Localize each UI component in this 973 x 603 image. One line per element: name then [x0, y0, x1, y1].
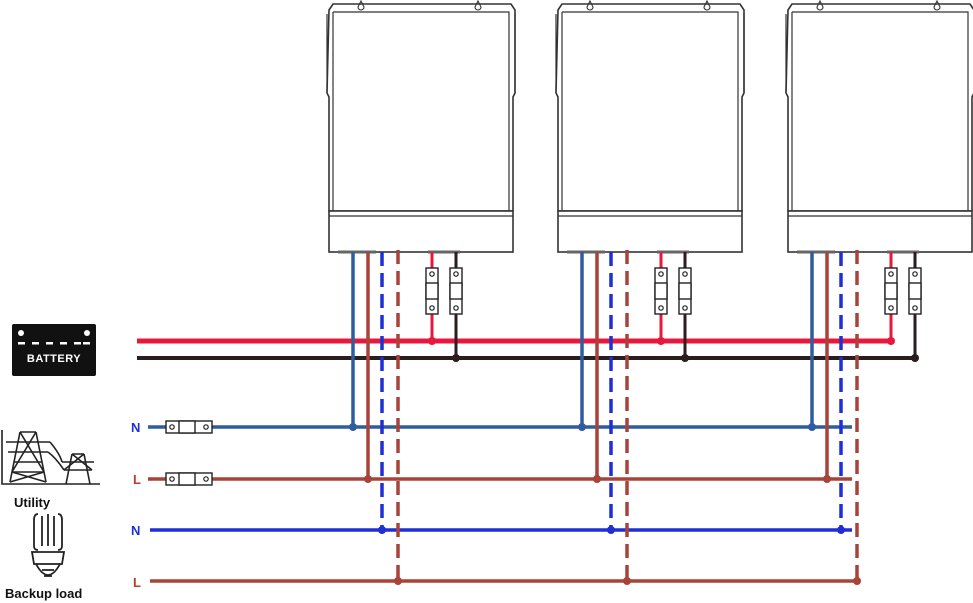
- inverter-side-edge: [785, 14, 787, 93]
- breaker-terminal: [658, 271, 664, 277]
- mounting-hook-icon: [357, 0, 365, 11]
- load-line-label: L: [133, 575, 141, 590]
- inverter-3: [785, 0, 973, 254]
- breaker-terminal: [429, 305, 435, 311]
- junction-dot: [378, 526, 386, 534]
- breaker-terminal: [203, 424, 209, 430]
- breaker-handle: [449, 282, 463, 300]
- junction-dot: [823, 475, 831, 483]
- inverter-base: [557, 210, 743, 253]
- inverter-base: [328, 210, 514, 253]
- breaker-handle: [178, 472, 196, 486]
- inverter-1: [326, 0, 516, 254]
- junction-dot: [911, 354, 919, 362]
- breaker-handle: [908, 282, 922, 300]
- breaker-terminal: [453, 271, 459, 277]
- breaker-terminal: [429, 271, 435, 277]
- backup-load-label: Backup load: [5, 586, 83, 601]
- mounting-hook-icon: [474, 0, 482, 11]
- battery-positive-breaker-icon: [654, 267, 668, 315]
- breaker-terminal: [658, 305, 664, 311]
- battery-positive-breaker-icon: [884, 267, 898, 315]
- utility-label: Utility: [14, 495, 51, 510]
- breaker-terminal: [682, 305, 688, 311]
- transmission-tower-icon: [1, 430, 100, 485]
- inverter-base: [787, 210, 973, 253]
- inverter-side-edge: [555, 14, 745, 93]
- breaker-terminal: [682, 271, 688, 277]
- mounting-hook-icon: [816, 0, 824, 11]
- junction-dot: [887, 337, 895, 345]
- utility-neutral-label: N: [131, 420, 141, 435]
- battery-negative-breaker-icon: [449, 267, 463, 315]
- mounting-hook-icon: [703, 0, 711, 11]
- breaker-terminal: [203, 476, 209, 482]
- junction-dot: [623, 577, 631, 585]
- utility-line-label: L: [133, 472, 141, 487]
- breaker-terminal: [169, 476, 175, 482]
- breaker-handle: [425, 282, 439, 300]
- junction-dot: [428, 337, 436, 345]
- utility-neutral-breaker-icon: [165, 420, 213, 434]
- battery-label: BATTERY: [26, 353, 82, 365]
- battery-positive-breaker-icon: [425, 267, 439, 315]
- breaker-terminal: [453, 305, 459, 311]
- breaker-terminal: [888, 271, 894, 277]
- junction-dot: [364, 475, 372, 483]
- breaker-terminal: [912, 305, 918, 311]
- battery-negative-breaker-icon: [908, 267, 922, 315]
- load-neutral-label: N: [131, 523, 141, 538]
- inverter-cabinet: [326, 3, 516, 212]
- junction-dot: [394, 577, 402, 585]
- inverter-front-panel: [791, 11, 969, 211]
- breaker-terminal: [912, 271, 918, 277]
- breaker-handle: [654, 282, 668, 300]
- inverter-side-edge: [326, 14, 516, 93]
- battery-negative-breaker-icon: [678, 267, 692, 315]
- breaker-handle: [884, 282, 898, 300]
- inverter-cabinet: [785, 3, 973, 212]
- junction-dot: [452, 354, 460, 362]
- junction-dot: [657, 337, 665, 345]
- light-bulb-icon: [30, 513, 66, 577]
- breaker-handle: [678, 282, 692, 300]
- utility-line-breaker-icon: [165, 472, 213, 486]
- breaker-handle: [178, 420, 196, 434]
- inverter-front-panel: [332, 11, 510, 211]
- inverter-cabinet: [555, 3, 745, 212]
- mounting-hook-icon: [933, 0, 941, 11]
- junction-dot: [837, 526, 845, 534]
- junction-dot: [578, 423, 586, 431]
- junction-dot: [593, 475, 601, 483]
- inverter-front-panel: [561, 11, 739, 211]
- mounting-hook-icon: [586, 0, 594, 11]
- breaker-terminal: [888, 305, 894, 311]
- battery-icon: [12, 324, 96, 376]
- junction-dot: [349, 423, 357, 431]
- junction-dot: [681, 354, 689, 362]
- junction-dot: [853, 577, 861, 585]
- junction-dot: [808, 423, 816, 431]
- breaker-terminal: [169, 424, 175, 430]
- inverter-2: [555, 0, 745, 254]
- junction-dot: [607, 526, 615, 534]
